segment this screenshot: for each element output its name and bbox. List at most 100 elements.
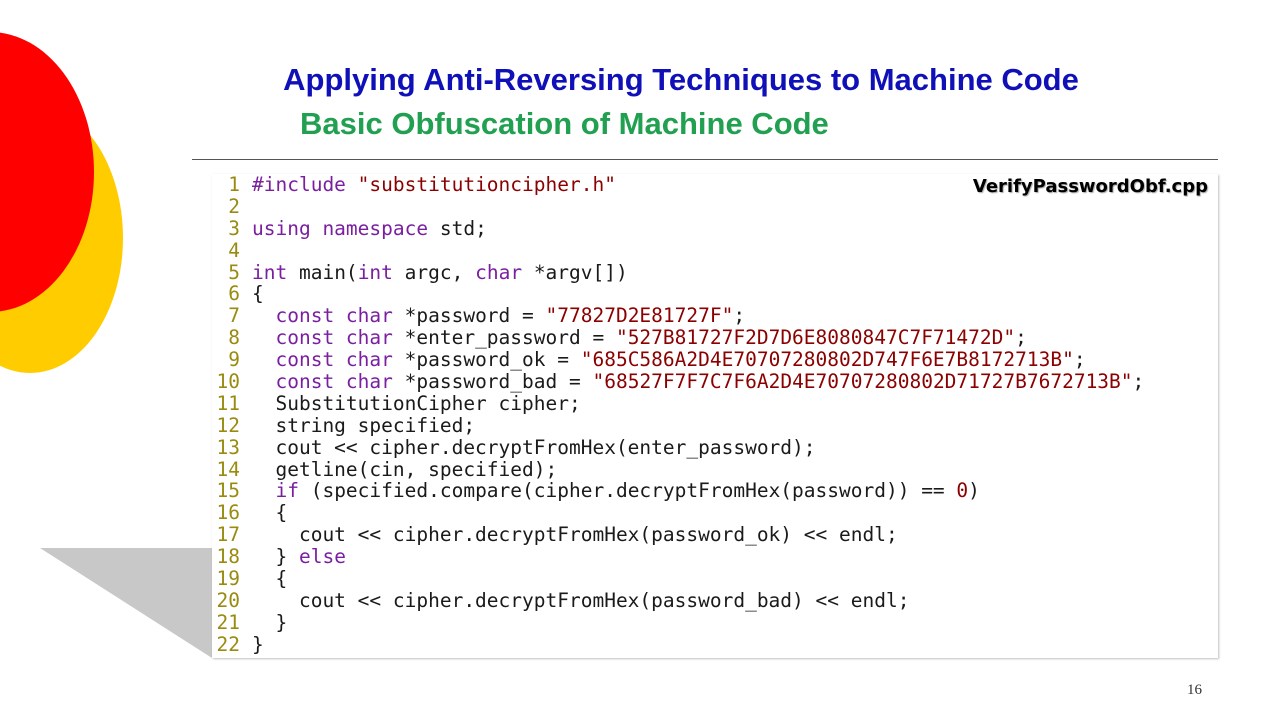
- line-number: 9: [228, 348, 240, 372]
- line-number: 15: [216, 479, 240, 503]
- code-token: 0: [956, 479, 969, 503]
- code-token: *enter_password =: [392, 326, 616, 350]
- code-line: 4: [212, 238, 1144, 262]
- red-circle: [0, 32, 94, 312]
- slide-subtitle: Basic Obfuscation of Machine Code: [300, 106, 829, 141]
- code-line: 13 cout << cipher.decryptFromHex(enter_p…: [212, 435, 1144, 459]
- code-token: std;: [428, 216, 487, 240]
- line-number: 8: [228, 326, 240, 350]
- code-token: main(: [287, 260, 358, 284]
- line-number: 17: [216, 523, 240, 547]
- code-token: const char: [275, 348, 393, 372]
- code-line: 12 string specified;: [212, 413, 1144, 437]
- code-line: 18 } else: [212, 546, 1144, 568]
- line-number: 5: [228, 260, 240, 284]
- code-token: [252, 479, 275, 502]
- code-token: int: [357, 260, 393, 284]
- code-filename: VerifyPasswordObf.cpp: [972, 176, 1208, 197]
- code-token: argc,: [392, 260, 476, 284]
- title-divider: [192, 159, 1218, 160]
- code-line: 16 {: [212, 502, 1144, 524]
- code-token: char: [475, 260, 523, 284]
- code-line: 8 const char *enter_password = "527B8172…: [212, 327, 1144, 349]
- line-number: 13: [216, 435, 240, 459]
- code-line: 5 int main(int argc, char *argv[]): [212, 260, 1144, 284]
- code-line: 2: [212, 194, 1144, 218]
- code-token: "77827D2E81727F": [545, 304, 734, 328]
- slide-title: Applying Anti-Reversing Techniques to Ma…: [283, 62, 1079, 97]
- code-token: int: [252, 260, 288, 284]
- code-line: 1 #include "substitutioncipher.h": [212, 174, 1144, 196]
- code-token: {: [252, 567, 288, 591]
- code-token: SubstitutionCipher cipher;: [252, 391, 581, 415]
- code-token: ): [968, 479, 980, 503]
- line-number: 6: [228, 282, 240, 306]
- code-token: const char: [275, 304, 393, 328]
- code-token: *password =: [392, 304, 546, 328]
- code-line: 20 cout << cipher.decryptFromHex(passwor…: [212, 588, 1144, 612]
- code-line: 14 getline(cin, specified);: [212, 457, 1144, 481]
- line-number: 20: [216, 588, 240, 612]
- code-token: [252, 304, 275, 327]
- code-token: #include: [252, 173, 358, 196]
- line-number: 4: [228, 238, 240, 262]
- line-number: 19: [216, 567, 240, 591]
- code-token: }: [252, 632, 264, 656]
- line-number: 16: [216, 501, 240, 525]
- code-token: else: [298, 545, 346, 569]
- line-number: 12: [216, 413, 240, 437]
- code-line: 15 if (specified.compare(cipher.decryptF…: [212, 480, 1144, 502]
- line-number: 18: [216, 545, 240, 569]
- code-token: ;: [1073, 348, 1086, 372]
- code-token: {: [252, 501, 288, 525]
- code-line: 10 const char *password_bad = "68527F7F7…: [212, 370, 1145, 394]
- line-number: 2: [228, 194, 240, 218]
- code-token: *argv[]): [522, 260, 628, 284]
- code-line: 11 SubstitutionCipher cipher;: [212, 391, 1144, 415]
- line-number: 10: [216, 370, 240, 394]
- code-token: [252, 370, 275, 393]
- code-token: cout << cipher.decryptFromHex(password_o…: [252, 523, 898, 547]
- line-number: 21: [216, 610, 240, 634]
- code-line: 6{: [212, 283, 1144, 305]
- code-line: 9 const char *password_ok = "685C586A2D4…: [212, 349, 1144, 371]
- code-line: 7 const char *password = "77827D2E81727F…: [212, 305, 1144, 327]
- code-token: "68527F7F7C7F6A2D4E70707280802D71727B767…: [592, 370, 1133, 394]
- line-number: 1: [228, 173, 240, 196]
- drop-shadow-shape: [40, 548, 212, 658]
- code-token: cout << cipher.decryptFromHex(password_b…: [252, 588, 910, 612]
- code-token: "substitutioncipher.h": [357, 173, 616, 196]
- code-token: cout << cipher.decryptFromHex(enter_pass…: [252, 435, 816, 459]
- code-token: }: [252, 610, 288, 634]
- code-token: using namespace: [252, 216, 429, 240]
- code-token: {: [252, 282, 264, 306]
- code-line: 22}: [212, 632, 1144, 656]
- code-token: const char: [275, 370, 393, 394]
- code-token: (specified.compare(cipher.decryptFromHex…: [298, 479, 957, 503]
- code-token: ;: [1015, 326, 1027, 350]
- line-number: 7: [228, 304, 240, 328]
- code-token: getline(cin, specified);: [252, 457, 558, 481]
- line-number: 11: [216, 391, 240, 415]
- line-number: 3: [228, 216, 240, 240]
- line-number: 22: [216, 632, 240, 656]
- line-number: 14: [216, 457, 240, 481]
- code-token: const char: [275, 326, 393, 350]
- code-token: *password_bad =: [392, 370, 593, 394]
- code-token: ;: [733, 304, 746, 328]
- code-line: 3 using namespace std;: [212, 216, 1144, 240]
- code-line: 21 }: [212, 610, 1144, 634]
- code-token: *password_ok =: [392, 348, 581, 372]
- code-token: }: [252, 545, 299, 569]
- code-token: "527B81727F2D7D6E8080847C7F71472D": [615, 326, 1016, 350]
- code-token: if: [275, 479, 299, 503]
- code-token: [252, 326, 275, 349]
- page-number: 16: [1187, 682, 1202, 698]
- code-token: [252, 348, 275, 371]
- code-token: string specified;: [252, 413, 476, 437]
- code-line: 17 cout << cipher.decryptFromHex(passwor…: [212, 524, 1144, 546]
- code-line: 19 {: [212, 568, 1144, 590]
